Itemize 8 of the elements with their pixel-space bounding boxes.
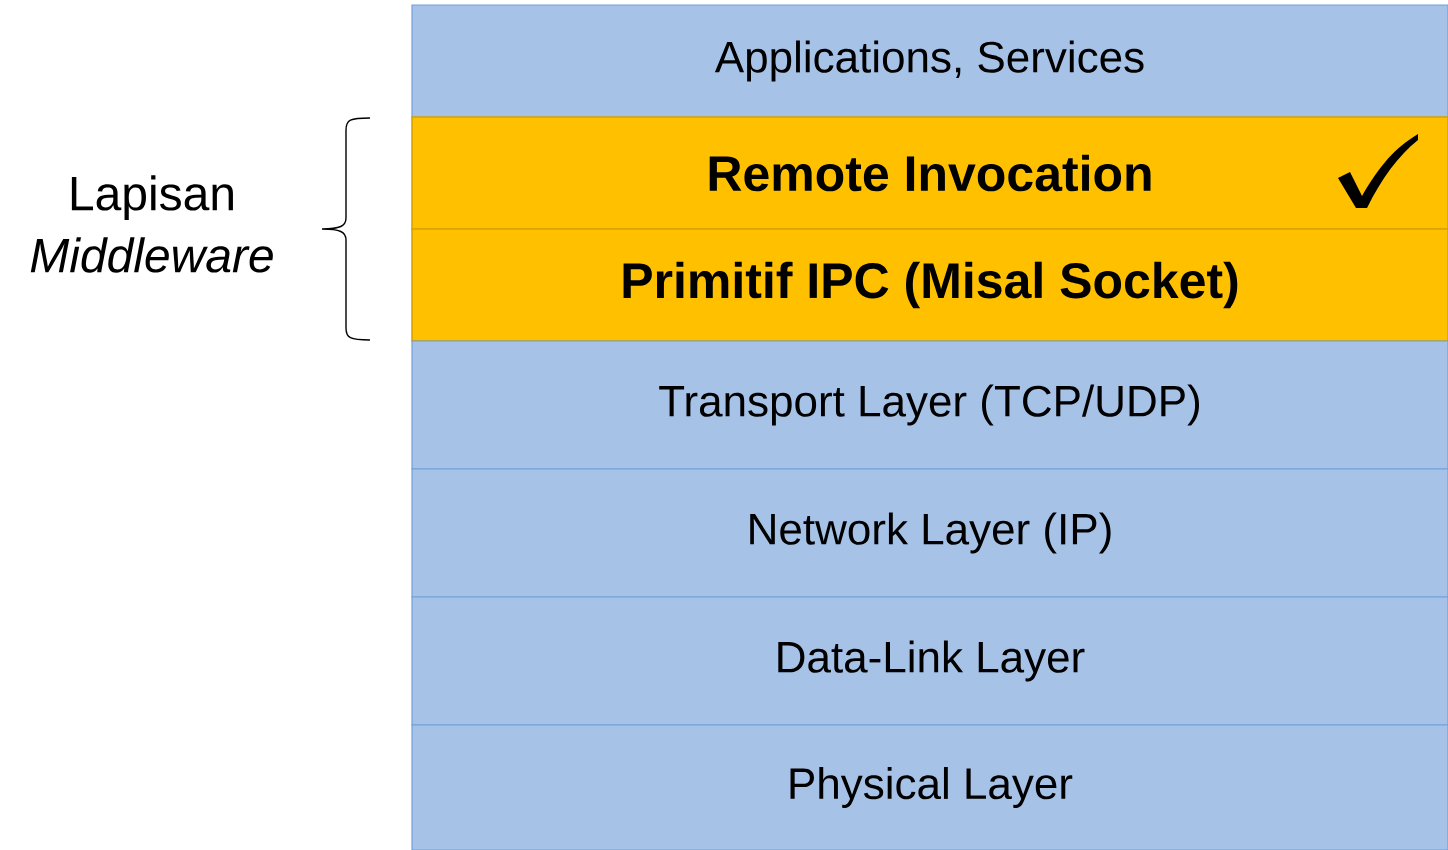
layer-band: Transport Layer (TCP/UDP) bbox=[411, 340, 1448, 470]
highlighted-layer-band: Remote Invocation bbox=[411, 116, 1448, 230]
layer-band: Physical Layer bbox=[411, 724, 1448, 850]
side-label: Lapisan Middleware bbox=[30, 175, 273, 273]
layer-band: Network Layer (IP) bbox=[411, 468, 1448, 598]
layer-band: Data-Link Layer bbox=[411, 596, 1448, 726]
highlighted-layer-band: Primitif IPC (Misal Socket) bbox=[411, 228, 1448, 342]
layer-band: Applications, Services bbox=[411, 4, 1448, 118]
